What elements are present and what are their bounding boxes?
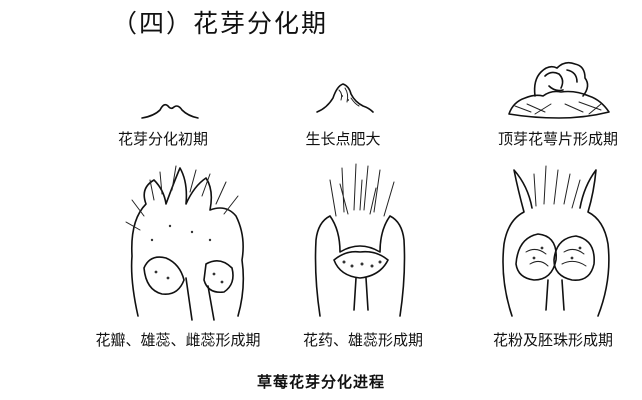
stage-1-label: 花芽分化初期 [117, 130, 209, 148]
stage-6-label: 花粉及胚珠形成期 [492, 331, 614, 349]
illustration-stage-2-growing-point [316, 83, 374, 113]
illustration-stage-5-anthers [314, 163, 406, 317]
stage-5-label: 花药、雄蕊形成期 [302, 331, 424, 349]
illustration-stage-6-pollen-ovules [502, 165, 610, 317]
illustration-stage-1-initial [141, 103, 199, 119]
figure-caption: 草莓花芽分化进程 [256, 373, 386, 391]
stage-2-label: 生长点肥大 [305, 130, 381, 148]
section-title: （四）花芽分化期 [112, 9, 329, 38]
stage-3-label: 顶芽花萼片形成期 [497, 130, 619, 148]
illustration-stage-4-petals-stamens-pistils [125, 165, 245, 321]
stage-4-label: 花瓣、雄蕊、雌蕊形成期 [95, 331, 261, 349]
illustration-stage-3-sepals [508, 61, 610, 119]
